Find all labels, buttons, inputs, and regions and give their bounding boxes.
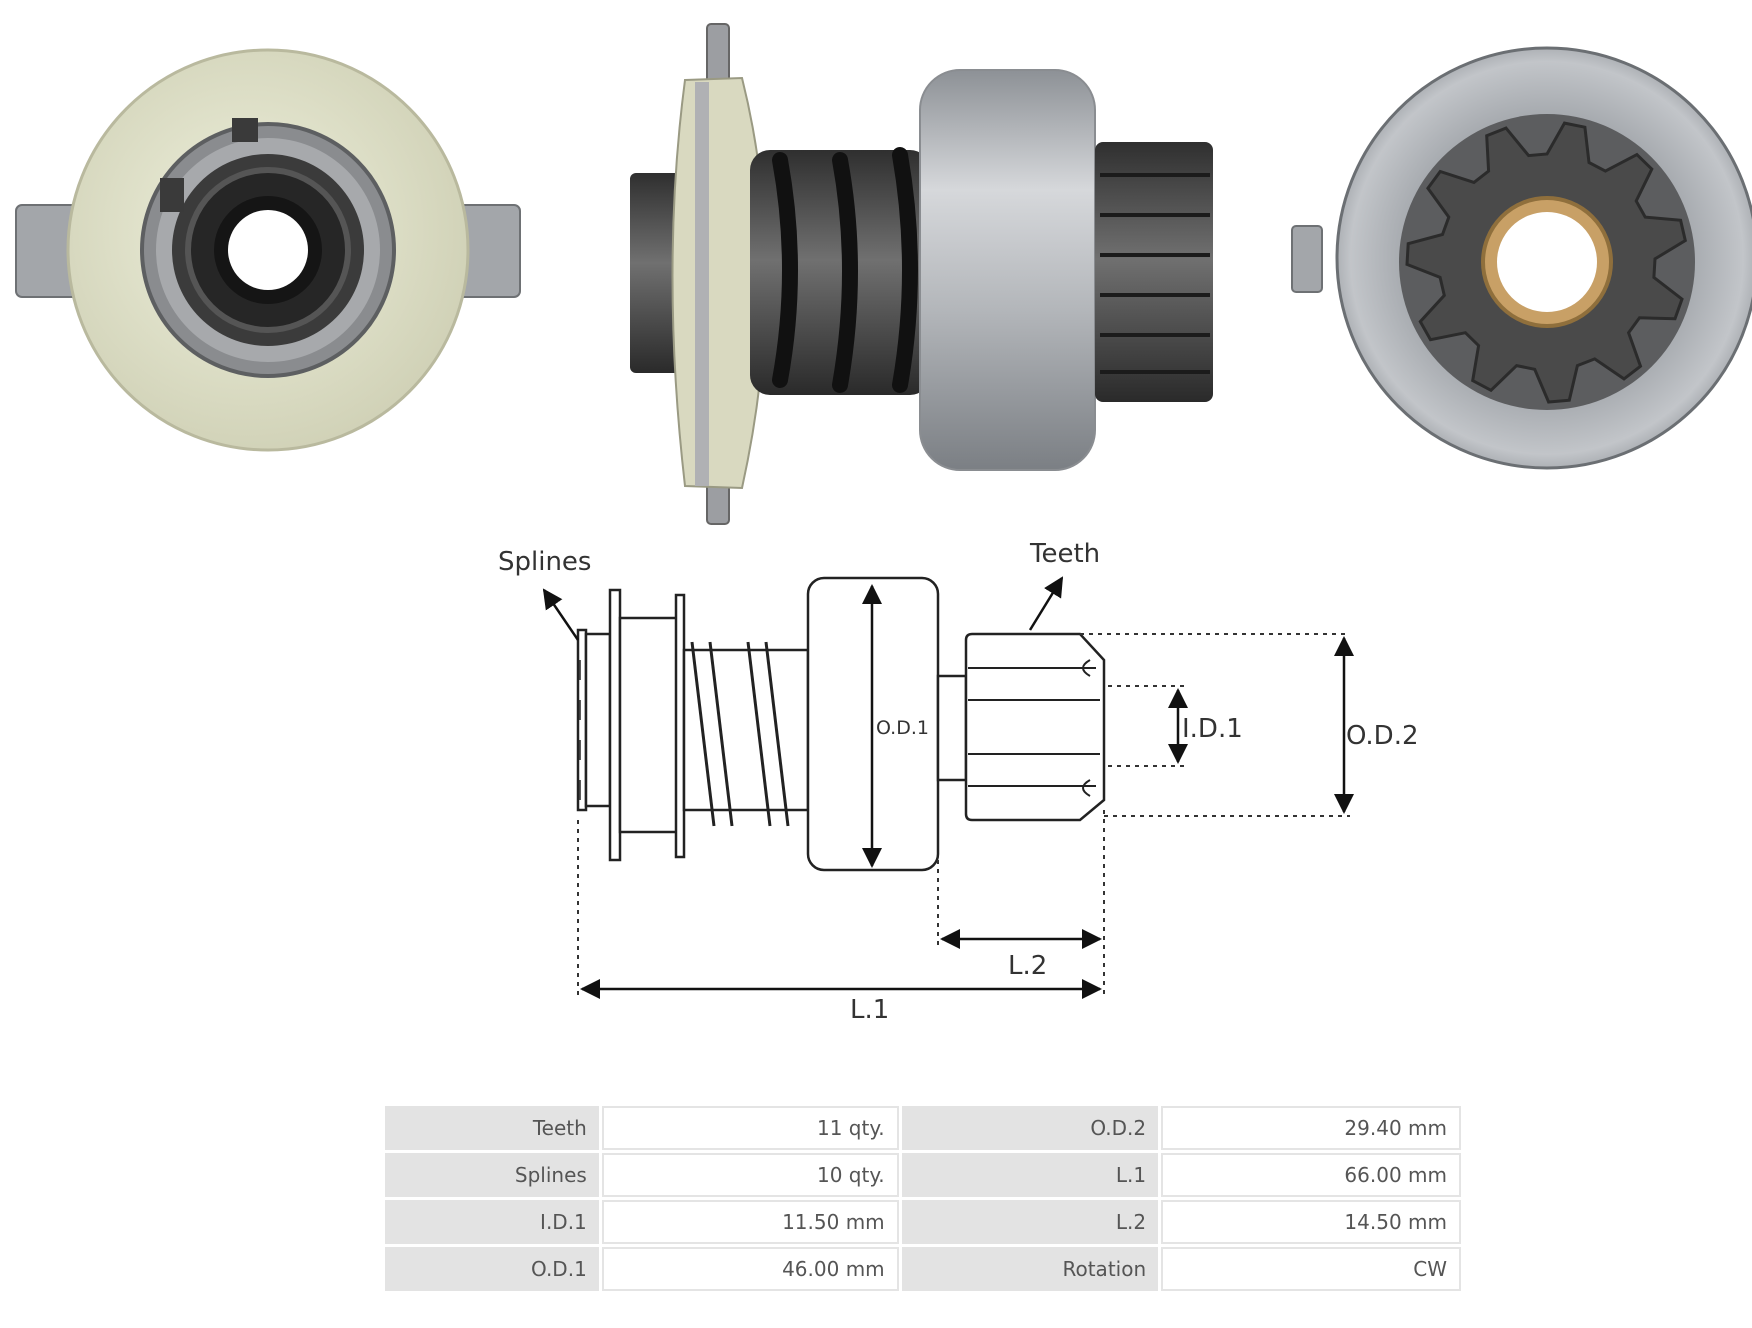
rear-view-photo xyxy=(15,48,521,452)
table-row: Splines 10 qty. L.1 66.00 mm xyxy=(385,1153,1461,1197)
spec-value: 46.00 mm xyxy=(601,1247,899,1291)
spec-table: Teeth 11 qty. O.D.2 29.40 mm Splines 10 … xyxy=(382,1103,1464,1294)
spec-key: O.D.1 xyxy=(385,1247,599,1291)
spec-key: Splines xyxy=(385,1153,599,1197)
spec-key: I.D.1 xyxy=(385,1200,599,1244)
spec-key: L.1 xyxy=(901,1153,1159,1197)
spec-value: 10 qty. xyxy=(601,1153,899,1197)
splines-pointer xyxy=(542,588,580,641)
od2-label: O.D.2 xyxy=(1346,721,1419,751)
spec-value: 66.00 mm xyxy=(1161,1153,1461,1197)
spec-value: 11 qty. xyxy=(601,1106,899,1150)
spec-key: Teeth xyxy=(385,1106,599,1150)
id1-label: I.D.1 xyxy=(1182,714,1243,744)
side-view-photo xyxy=(630,23,1213,525)
table-row: Teeth 11 qty. O.D.2 29.40 mm xyxy=(385,1106,1461,1150)
front-view-photo xyxy=(1291,46,1752,470)
table-row: I.D.1 11.50 mm L.2 14.50 mm xyxy=(385,1200,1461,1244)
spec-value: 14.50 mm xyxy=(1161,1200,1461,1244)
product-photos xyxy=(15,23,1752,525)
spec-value: 29.40 mm xyxy=(1161,1106,1461,1150)
spec-value: CW xyxy=(1161,1247,1461,1291)
teeth-label: Teeth xyxy=(1029,539,1100,569)
spec-key: O.D.2 xyxy=(901,1106,1159,1150)
spec-key: L.2 xyxy=(901,1200,1159,1244)
table-row: O.D.1 46.00 mm Rotation CW xyxy=(385,1247,1461,1291)
spec-value: 11.50 mm xyxy=(601,1200,899,1244)
l1-label: L.1 xyxy=(850,995,889,1025)
splines-label: Splines xyxy=(498,547,591,577)
od1-label: O.D.1 xyxy=(876,717,929,739)
spec-key: Rotation xyxy=(901,1247,1159,1291)
teeth-pointer xyxy=(1028,576,1064,631)
l2-label: L.2 xyxy=(1008,951,1047,981)
